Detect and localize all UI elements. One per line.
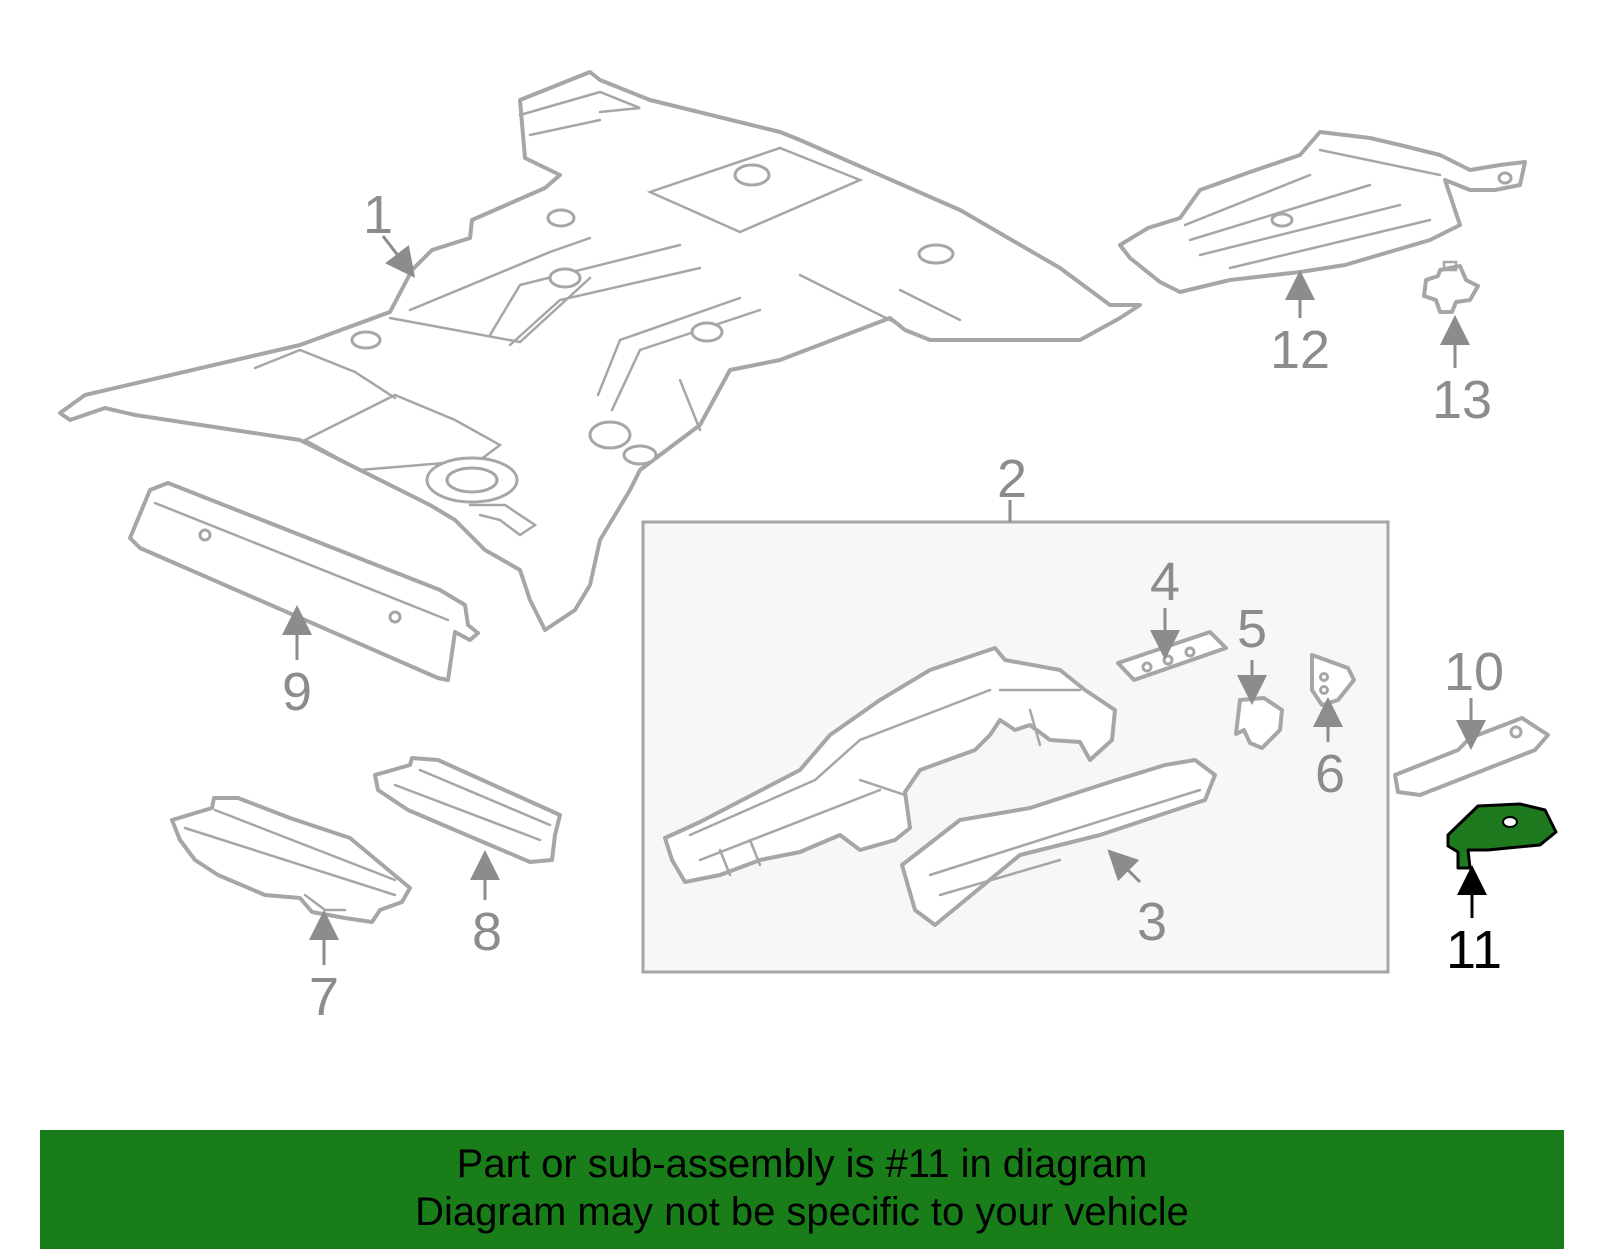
callout-11: 11 [1446,920,1502,980]
callout-12: 12 [1270,320,1330,380]
part-11-bracket-highlighted[interactable] [1446,802,1558,870]
callout-1: 1 [363,185,393,245]
leader-lines [282,235,1487,965]
part-7-bracket[interactable] [170,796,412,924]
callout-13: 13 [1432,370,1492,430]
callout-7: 7 [309,967,339,1027]
callout-8: 8 [472,902,502,962]
callout-numbers: 1 2 3 4 5 6 7 8 9 10 11 12 13 [282,185,1504,1027]
part-9-crossmember[interactable] [128,481,480,682]
callout-4: 4 [1150,552,1180,612]
callout-9: 9 [282,662,312,722]
banner-line-2: Diagram may not be specific to your vehi… [415,1190,1189,1234]
part-8-channel[interactable] [373,756,562,864]
part-2-rail-assembly[interactable] [663,646,1117,884]
callout-10: 10 [1444,642,1504,702]
part-1-floor-pan[interactable] [58,70,1142,632]
callout-3: 3 [1137,892,1167,952]
info-banner: Part or sub-assembly is #11 in diagram D… [40,1130,1564,1249]
part-12-rear-panel[interactable] [1118,130,1527,294]
part-2-rail-assembly-box [641,520,1390,974]
leader-1 [381,235,416,278]
callout-6: 6 [1315,744,1345,804]
part-5-bracket[interactable] [1234,696,1284,750]
leader-3 [1107,849,1142,884]
part-13-clip[interactable] [1422,260,1480,314]
banner-line-1: Part or sub-assembly is #11 in diagram [456,1142,1148,1186]
callout-2: 2 [997,449,1027,509]
callout-5: 5 [1237,599,1267,659]
part-3-rail[interactable] [900,758,1217,927]
